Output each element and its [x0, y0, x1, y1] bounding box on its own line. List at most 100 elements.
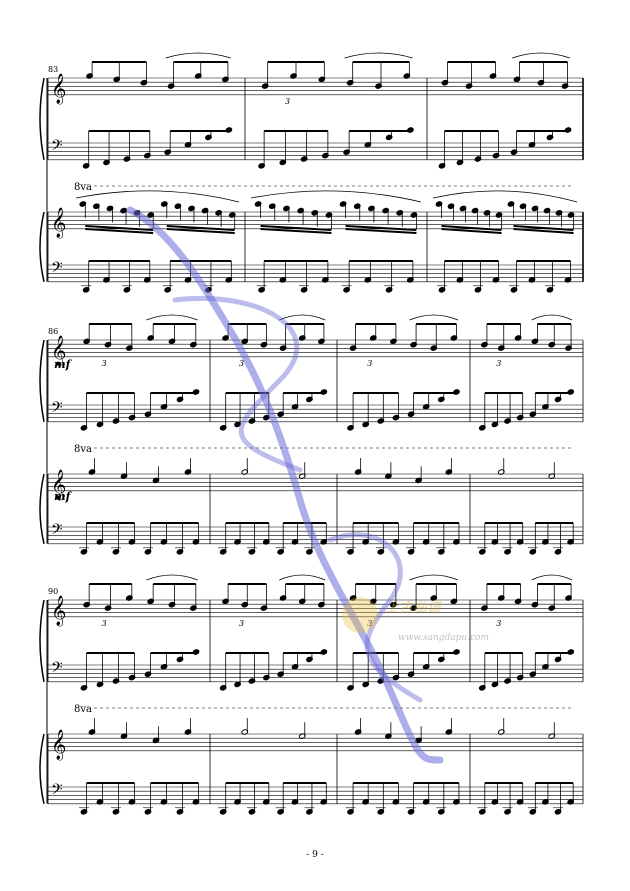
beam — [441, 228, 502, 234]
triplet-mark: 3 — [367, 359, 372, 368]
notehead — [79, 201, 87, 207]
staff: 𝄞 8va — [48, 182, 583, 239]
staff: 𝄢 — [48, 127, 583, 169]
staff: 𝄢 — [48, 259, 583, 293]
bass-clef-icon: 𝄢 — [51, 521, 63, 542]
triplet-mark: 3 — [496, 359, 501, 368]
watermark-stroke — [327, 532, 423, 703]
notehead — [297, 207, 305, 214]
treble-clef-icon: 𝄞 — [51, 595, 66, 627]
bass-clef-icon: 𝄢 — [51, 659, 63, 680]
notehead — [483, 209, 491, 216]
beam — [85, 228, 154, 234]
brace — [39, 211, 45, 282]
beam — [345, 225, 417, 231]
brace — [39, 733, 45, 804]
notehead — [495, 212, 503, 218]
beam — [166, 228, 235, 234]
notehead — [160, 201, 168, 207]
slur — [344, 52, 413, 59]
bass-clef-icon: 𝄢 — [51, 781, 63, 802]
notehead — [567, 212, 575, 218]
slur — [146, 314, 198, 321]
beam — [85, 225, 154, 231]
measure-number: 83 — [48, 65, 58, 74]
notehead — [507, 201, 515, 207]
measure-number: 86 — [48, 327, 58, 336]
slur — [165, 52, 231, 59]
notehead — [471, 207, 479, 214]
notehead — [353, 203, 361, 210]
notehead — [459, 205, 467, 212]
beam — [513, 225, 574, 231]
slur — [250, 190, 422, 203]
notehead — [447, 203, 455, 210]
brace — [39, 339, 45, 422]
treble-clef-icon: 𝄞 — [51, 207, 66, 239]
beam — [513, 228, 574, 234]
notehead — [201, 207, 209, 214]
staff: 𝄢 — [48, 649, 583, 691]
notehead — [188, 205, 195, 212]
beam — [260, 228, 332, 234]
slur — [279, 574, 326, 581]
notehead — [106, 205, 114, 212]
page-number: - 9 - — [306, 850, 324, 860]
brace — [39, 77, 45, 160]
bass-clef-icon: 𝄢 — [51, 259, 63, 280]
notehead — [254, 201, 262, 207]
notehead — [555, 209, 563, 216]
staff: 𝄞 8va — [48, 444, 583, 501]
staff: 𝄢 — [48, 781, 583, 815]
watermark-stroke — [126, 206, 444, 764]
triplet-mark: 3 — [367, 619, 372, 628]
notehead — [531, 205, 539, 212]
dynamic-marking: mf — [54, 358, 73, 371]
bass-clef-icon: 𝄢 — [51, 137, 63, 158]
notehead — [120, 207, 127, 214]
beam — [166, 225, 235, 231]
notehead — [92, 203, 100, 210]
watermark-logo-icon — [342, 597, 378, 633]
notehead — [396, 209, 404, 216]
notehead — [435, 201, 443, 207]
beam — [441, 225, 502, 231]
beam — [345, 228, 417, 234]
watermark-stroke — [172, 296, 303, 473]
notehead — [311, 209, 319, 216]
notehead — [339, 201, 347, 207]
slur — [512, 52, 570, 59]
bass-clef-icon: 𝄢 — [51, 399, 63, 420]
notehead — [215, 209, 223, 216]
ottava-mark: 8va — [74, 444, 92, 455]
ottava-mark: 8va — [74, 704, 92, 715]
watermark-site: www.sangdapu.com — [398, 633, 489, 643]
notehead — [519, 203, 527, 210]
slur — [279, 314, 326, 321]
notehead — [325, 212, 333, 218]
staff: 𝄢 — [48, 389, 583, 431]
triplet-mark: 3 — [239, 619, 244, 628]
slur — [409, 314, 459, 321]
dynamic-marking: mf — [54, 490, 73, 503]
notehead — [410, 212, 418, 218]
treble-clef-icon: 𝄞 — [51, 73, 66, 105]
notehead — [282, 205, 290, 212]
treble-clef-icon: 𝄞 — [51, 469, 66, 501]
watermark-brand: 上古曲谱 — [385, 600, 443, 616]
slur — [146, 574, 198, 581]
ottava-mark: 8va — [74, 182, 92, 193]
measure-number: 90 — [48, 587, 58, 596]
triplet-mark: 3 — [496, 619, 501, 628]
triplet-mark: 3 — [102, 359, 107, 368]
triplet-mark: 3 — [102, 619, 107, 628]
slur — [531, 314, 573, 321]
notehead — [228, 212, 236, 218]
notehead — [174, 203, 182, 210]
notehead — [543, 207, 551, 214]
triplet-mark: 3 — [285, 97, 290, 106]
